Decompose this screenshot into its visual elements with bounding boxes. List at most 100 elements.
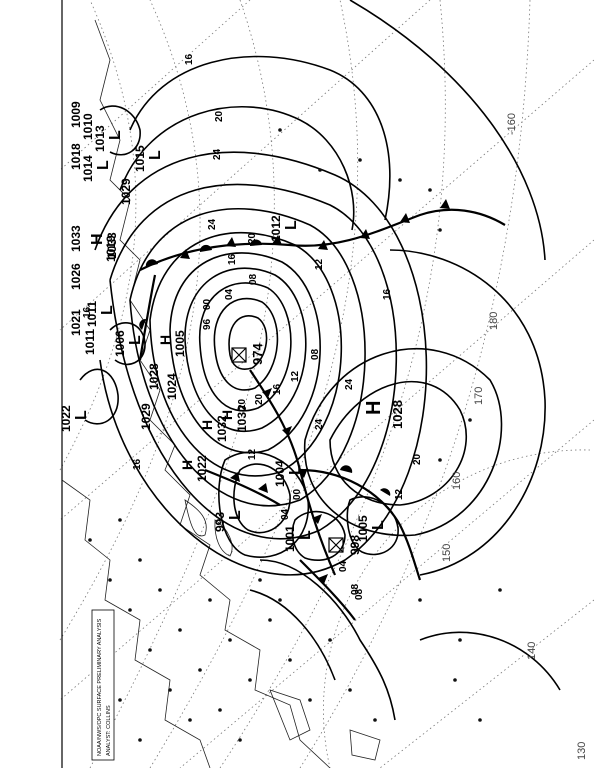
low-center: 998	[328, 535, 362, 555]
svg-text:1022: 1022	[195, 455, 209, 482]
isobar-label: 20	[237, 398, 248, 410]
svg-text:1013: 1013	[93, 125, 107, 152]
edge-pressure-value: 1028	[147, 363, 161, 390]
svg-text:L: L	[99, 305, 116, 315]
svg-text:H: H	[157, 335, 173, 345]
isobar-label: 16	[132, 458, 143, 470]
isobars	[79, 55, 561, 721]
edge-pressure-value: 1019	[104, 235, 118, 262]
svg-text:L: L	[287, 465, 304, 475]
svg-text:1012: 1012	[269, 215, 283, 242]
isobar-label: 04	[280, 508, 291, 520]
longitude-label: 180	[488, 312, 500, 330]
svg-text:L: L	[147, 150, 164, 160]
low-center: L 1005	[356, 515, 387, 542]
high-pressure-centers: H 1028 H 1033 H 1030 H 1022 H 1032 H 100…	[89, 232, 405, 482]
isobar-label: 12	[314, 258, 325, 270]
chart-info-line1: NOAA/NWS/OPC SURFACE PRELIMINARY ANALYSI…	[97, 618, 103, 756]
svg-text:L: L	[73, 410, 90, 420]
svg-text:993: 993	[213, 512, 227, 532]
svg-text:974: 974	[250, 343, 265, 365]
edge-pressure-values: 1021 1026 1033 1029 1019 1010 1018 1009 …	[69, 101, 179, 430]
edge-pressure-value: 1024	[165, 373, 179, 400]
isobar-label: 20	[412, 453, 423, 465]
svg-text:1005: 1005	[356, 515, 370, 542]
graticule	[59, 0, 594, 768]
low-center: L 1022	[59, 405, 90, 432]
isobar-label: 04	[338, 560, 349, 572]
svg-text:L: L	[283, 220, 300, 230]
high-center: H 1032	[199, 415, 229, 442]
svg-text:L: L	[370, 520, 387, 530]
high-center: H 1030	[219, 405, 249, 432]
low-center: L 1012	[269, 215, 300, 242]
svg-text:L: L	[127, 335, 144, 345]
svg-text:1015: 1015	[133, 145, 147, 172]
svg-text:1001: 1001	[283, 525, 297, 552]
edge-pressure-value: 1026	[69, 263, 83, 290]
svg-text:H: H	[363, 401, 385, 415]
isobar-labels: 16 20 24 20 16 24 12 08 04 00 96 08 12 1…	[82, 53, 423, 600]
isobar-label: 24	[314, 418, 325, 430]
low-center: L 1001	[283, 525, 314, 552]
low-center: L 993	[213, 510, 244, 532]
isobar-label: 16	[382, 288, 393, 300]
longitude-labels: -160 180 170 160 150 140 130	[441, 113, 588, 760]
svg-text:1006: 1006	[113, 330, 127, 357]
low-center: 974	[231, 343, 265, 365]
svg-text:L: L	[227, 510, 244, 520]
edge-pressure-value: 1029	[139, 403, 153, 430]
svg-text:L: L	[297, 530, 314, 540]
isobar-label: 08	[310, 348, 321, 360]
station-plots	[88, 128, 502, 742]
isobar-label: 24	[344, 378, 355, 390]
low-center: L 1006	[113, 330, 144, 357]
longitude-label: 170	[473, 387, 485, 405]
svg-text:998: 998	[348, 535, 362, 555]
longitude-label: 140	[526, 642, 538, 660]
isobar-label: 12	[247, 448, 258, 460]
svg-text:H: H	[199, 420, 215, 430]
svg-text:1005: 1005	[173, 330, 187, 357]
low-center: L 1013	[93, 125, 124, 152]
outer-isobar-arc	[349, 0, 546, 261]
isobar-label: 00	[292, 488, 303, 500]
high-center: H 1033	[89, 232, 119, 259]
low-center: L 1011	[85, 301, 116, 327]
high-center: H 1028	[363, 400, 405, 429]
edge-pressure-value: 1011	[83, 329, 97, 355]
svg-text:1011: 1011	[85, 301, 99, 327]
low-pressure-centers: 974 L 1012 L 1004 998 L 1001 L 1005 L 99…	[59, 125, 387, 555]
isobar-label: 24	[207, 218, 218, 230]
isobar-label: 16	[272, 383, 283, 395]
isobar-label: 00	[202, 298, 213, 310]
low-center: L 1014	[81, 155, 112, 182]
svg-text:1033: 1033	[105, 232, 119, 259]
isobar-label: 08	[350, 583, 361, 595]
svg-text:L: L	[95, 160, 112, 170]
high-center: H 1005	[157, 330, 187, 357]
edge-pressure-value: 1033	[69, 225, 83, 252]
svg-text:1032: 1032	[215, 415, 229, 442]
chart-info-line2: ANALYST: COLLINS	[106, 705, 112, 756]
edge-pressure-value: 1018	[69, 143, 83, 170]
longitude-label: 150	[441, 544, 453, 562]
coastlines	[61, 19, 381, 768]
svg-text:1028: 1028	[390, 400, 405, 429]
isobar-label: 16	[227, 253, 238, 265]
svg-text:H: H	[179, 460, 195, 470]
svg-text:H: H	[89, 233, 106, 245]
svg-text:1004: 1004	[273, 460, 287, 487]
edge-pressure-value: 1009	[69, 101, 83, 128]
isobar-label: 96	[202, 318, 213, 330]
high-center: H 1022	[179, 455, 209, 482]
edge-pressure-value: 1021	[69, 309, 83, 336]
isobar-label: 16	[82, 306, 93, 318]
longitude-label: 160	[451, 472, 463, 490]
edge-pressure-value: 1010	[81, 113, 95, 140]
svg-text:1030: 1030	[235, 405, 249, 432]
isobar-label: 08	[248, 273, 259, 285]
chart-info-box: NOAA/NWS/OPC SURFACE PRELIMINARY ANALYSI…	[91, 609, 115, 761]
fronts	[138, 199, 506, 621]
